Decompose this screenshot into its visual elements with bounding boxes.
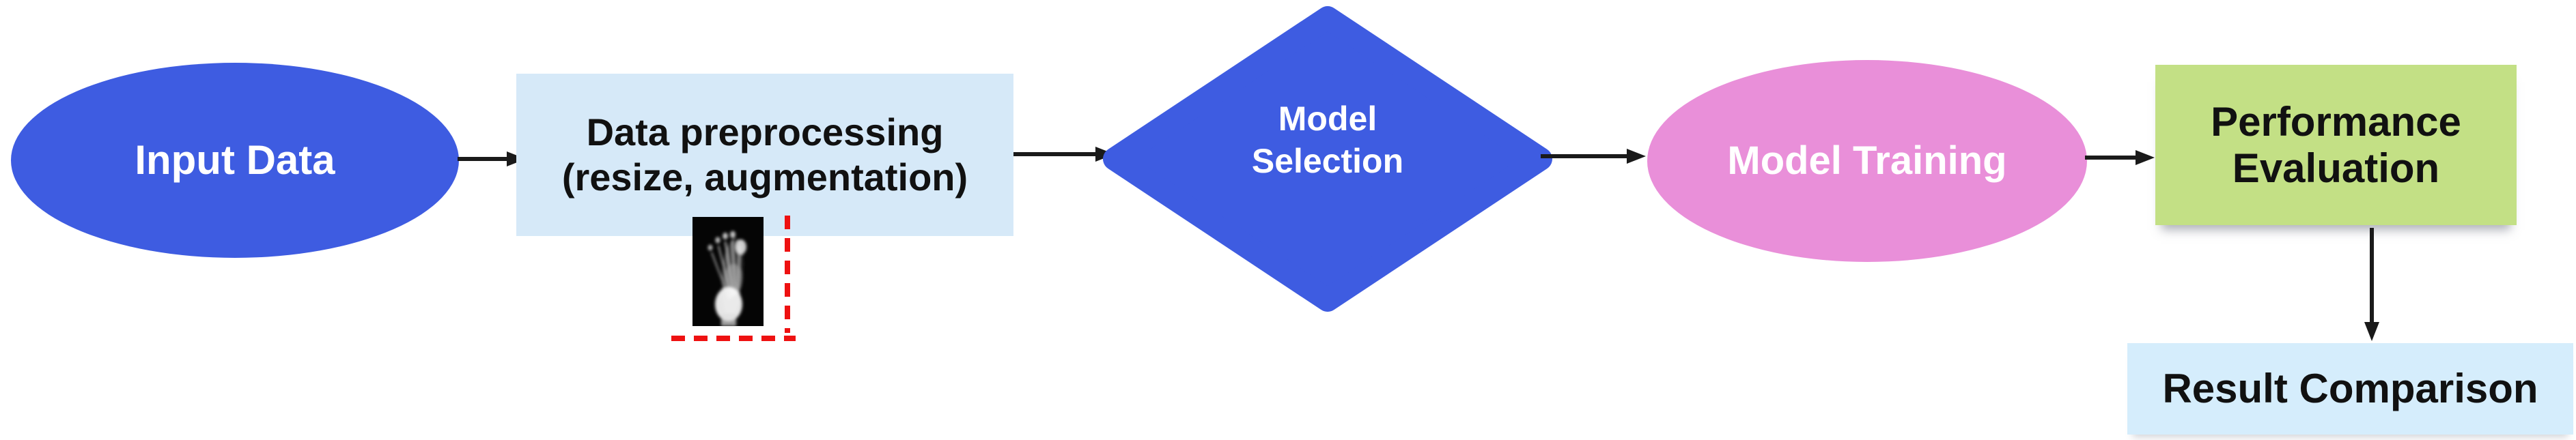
arrow-evaluation-to-result bbox=[2364, 228, 2379, 341]
node-data-preprocessing-line1: Data preprocessing bbox=[586, 111, 944, 153]
node-data-preprocessing: Data preprocessing (resize, augmentation… bbox=[516, 74, 1013, 236]
arrow-selection-to-training bbox=[1541, 149, 1646, 164]
node-model-selection-line2: Selection bbox=[1251, 142, 1404, 180]
node-model-selection: Model Selection bbox=[1212, 97, 1444, 183]
node-model-training: Model Training bbox=[1647, 60, 2087, 262]
node-model-selection-line1: Model bbox=[1278, 100, 1377, 138]
node-input-data: Input Data bbox=[11, 63, 459, 258]
node-performance-evaluation-line1: Performance bbox=[2211, 98, 2461, 145]
node-result-comparison-label: Result Comparison bbox=[2162, 366, 2538, 411]
node-model-selection-shape bbox=[1103, 6, 1552, 312]
node-input-data-label: Input Data bbox=[135, 137, 335, 183]
node-performance-evaluation: Performance Evaluation bbox=[2155, 65, 2517, 225]
node-model-training-label: Model Training bbox=[1727, 138, 2007, 183]
foot-xray-image bbox=[692, 217, 764, 326]
augmentation-crop-dashed-marks bbox=[671, 216, 796, 341]
node-result-comparison: Result Comparison bbox=[2127, 343, 2573, 435]
node-data-preprocessing-line2: (resize, augmentation) bbox=[561, 156, 968, 199]
arrow-training-to-evaluation bbox=[2085, 150, 2155, 165]
node-performance-evaluation-line2: Evaluation bbox=[2232, 145, 2440, 191]
